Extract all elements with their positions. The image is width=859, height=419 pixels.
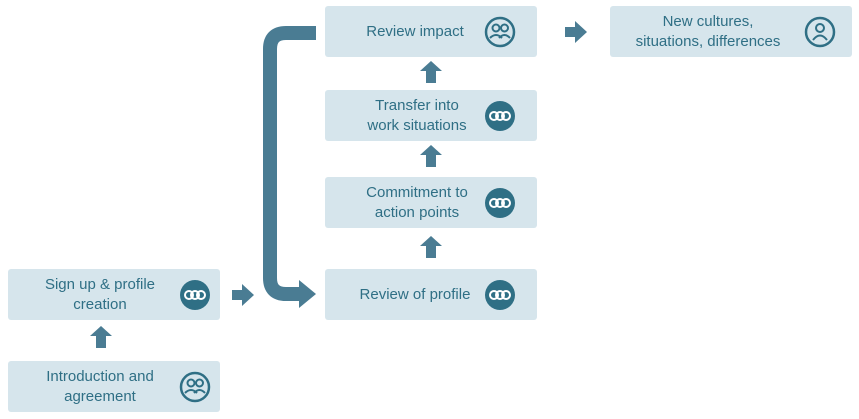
step-introduction-label-line1: Introduction and [46,367,154,385]
step-introduction: Introduction and agreement [8,361,220,412]
step-signup: Sign up & profile creation [8,269,220,320]
step-review-profile: Review of profile [325,269,537,320]
right-arrow-icon [232,284,254,306]
step-commitment-label-line1: Commitment to [366,183,468,201]
step-transfer: Transfer into work situations [325,90,537,141]
step-new-cultures-label-line1: New cultures, [662,12,754,30]
cco-icon [485,100,515,131]
people-icon [484,16,516,47]
up-arrow-icon [420,236,442,258]
step-transfer-label-line2: work situations [367,116,467,134]
step-signup-label-line2: creation [73,295,127,313]
step-introduction-label-line2: agreement [64,387,136,405]
step-review-impact: Review impact [325,6,537,57]
step-commitment-label-line2: action points [374,203,460,221]
step-signup-label-line1: Sign up & profile [44,275,156,293]
up-arrow-icon [90,326,112,348]
up-arrow-icon [420,61,442,83]
right-arrow-icon [565,21,587,43]
up-arrow-icon [420,145,442,167]
step-review-profile-label: Review of profile [359,285,471,303]
person-icon [804,16,836,47]
cco-icon [485,279,515,310]
step-transfer-label-line1: Transfer into [375,96,459,114]
cco-icon [485,187,515,218]
step-new-cultures: New cultures, situations, differences [610,6,852,57]
step-new-cultures-label-line2: situations, differences [635,32,781,50]
people-icon [179,371,211,402]
step-review-impact-label: Review impact [366,22,464,40]
step-commitment: Commitment to action points [325,177,537,228]
cco-icon [180,279,210,310]
